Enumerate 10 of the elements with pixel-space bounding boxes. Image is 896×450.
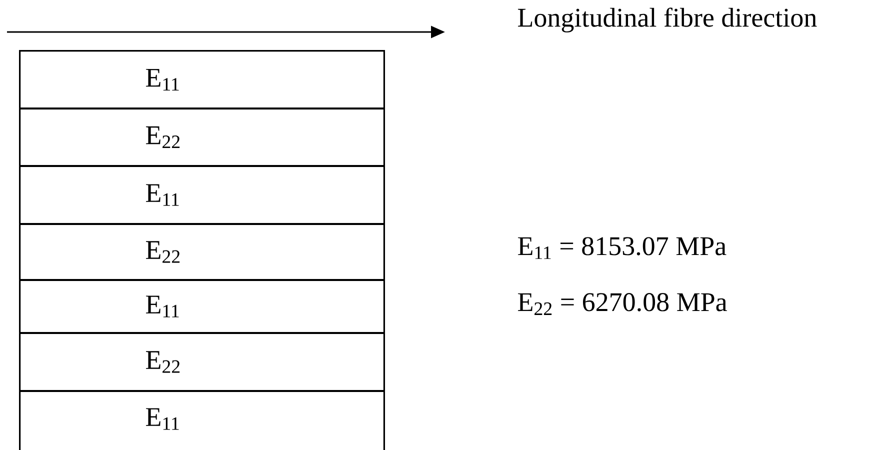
layer-box: E$_{22}$ <box>19 223 385 281</box>
layer-box: E$_{22}$ <box>19 332 385 392</box>
layer-box: E$_{11}$ <box>19 279 385 334</box>
layer-box: E$_{11}$ <box>19 165 385 225</box>
layer-box: E$_{11}$ <box>19 50 385 110</box>
layer-box: E$_{22}$ <box>19 108 385 167</box>
label: Longitudinal fibre direction <box>518 8 817 32</box>
label: E$_{22}$ = 6270.08 MPa <box>518 293 727 315</box>
layer-box: E$_{11}$ <box>19 390 385 450</box>
label: E$_{11}$ = 8153.07 MPa <box>518 237 726 259</box>
